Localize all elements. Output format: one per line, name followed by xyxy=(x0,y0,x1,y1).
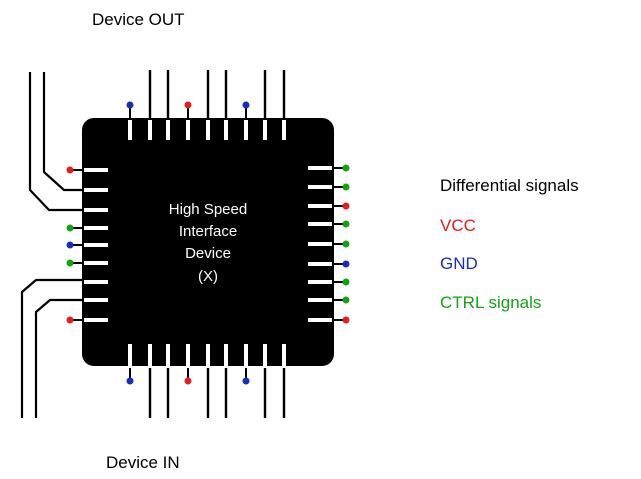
legend-ctrl: CTRL signals xyxy=(440,293,541,312)
pin-dot xyxy=(126,101,134,109)
legend-differential: Differential signals xyxy=(440,176,579,195)
chip-line-2: Interface xyxy=(179,223,237,240)
pin-dot xyxy=(342,183,350,191)
chip-line-1: High Speed xyxy=(169,201,247,218)
pin-dot xyxy=(342,296,350,304)
chip-line-4: (X) xyxy=(198,268,218,285)
pin-group xyxy=(66,70,350,418)
pin-dot xyxy=(242,377,250,385)
pin-dot xyxy=(342,164,350,172)
pin-dot xyxy=(184,101,192,109)
pin-dot xyxy=(66,241,74,249)
pin-dot xyxy=(66,166,74,174)
pin-dot xyxy=(66,224,74,232)
chip-line-3: Device xyxy=(185,245,231,262)
trace-group xyxy=(20,72,82,418)
pin-dot xyxy=(66,259,74,267)
chip-body xyxy=(82,118,334,366)
trace xyxy=(20,278,82,418)
trace xyxy=(34,298,82,418)
pin-dot xyxy=(342,240,350,248)
pin-dot xyxy=(342,260,350,268)
pin-dot xyxy=(342,220,350,228)
pin-dot xyxy=(342,278,350,286)
trace xyxy=(42,72,82,192)
legend-vcc: VCC xyxy=(440,216,476,235)
pin-dot xyxy=(66,316,74,324)
device-in-label: Device IN xyxy=(106,453,180,472)
pin-dot xyxy=(342,316,350,324)
pin-dot xyxy=(126,377,134,385)
legend-gnd: GND xyxy=(440,254,478,273)
device-out-label: Device OUT xyxy=(92,10,185,29)
pad-group xyxy=(84,120,332,368)
trace xyxy=(28,72,82,212)
pin-dot xyxy=(184,377,192,385)
pin-dot xyxy=(342,202,350,210)
pin-dot xyxy=(242,101,250,109)
